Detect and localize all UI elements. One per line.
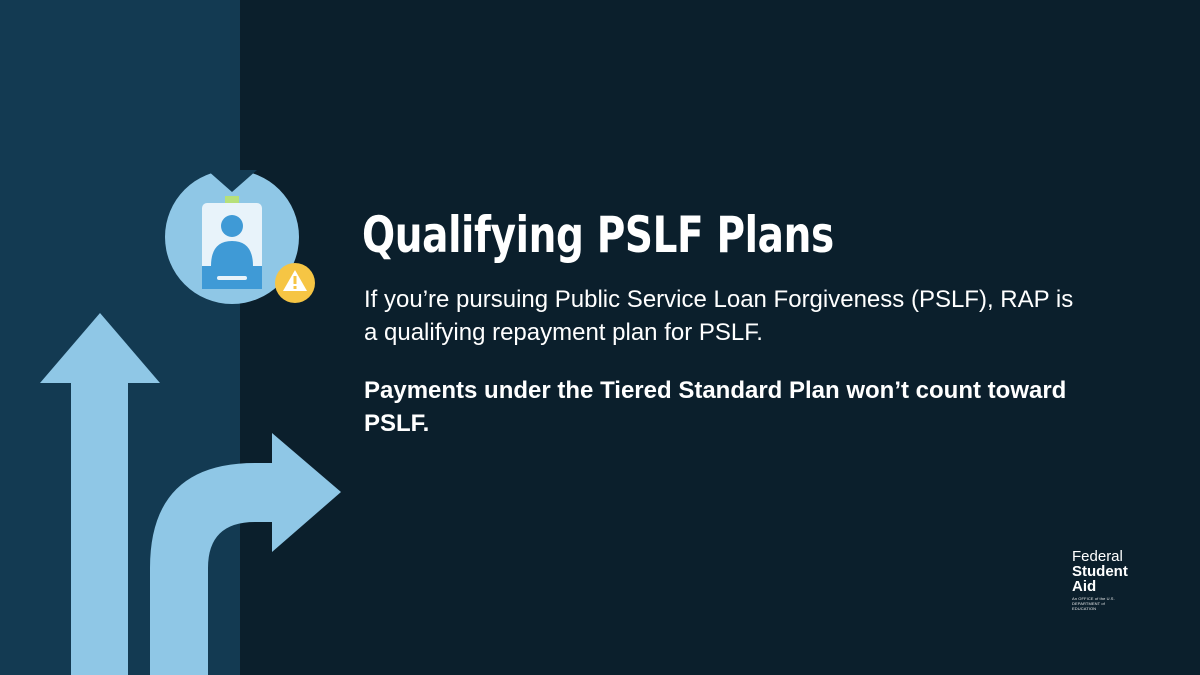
warning-icon [275,263,315,303]
slide-title: Qualifying PSLF Plans [362,206,834,264]
emphasis-text: Payments under the Tiered Standard Plan … [364,377,1067,437]
logo-line-aid: Aid [1072,578,1097,595]
logo-line-student: Student [1072,563,1128,580]
id-badge-icon [165,170,315,304]
body-text: If you’re pursuing Public Service Loan F… [364,286,1074,346]
federal-student-aid-logo: Federal Student Aid An OFFICE of the U.S… [1072,549,1128,611]
arrows-graphic [40,313,341,675]
logo-line-federal: Federal [1072,548,1123,565]
logo-tagline: An OFFICE of the U.S. DEPARTMENT of EDUC… [1072,596,1115,611]
arrow-turn-right-icon [150,433,341,675]
arrow-up-icon [40,313,160,675]
